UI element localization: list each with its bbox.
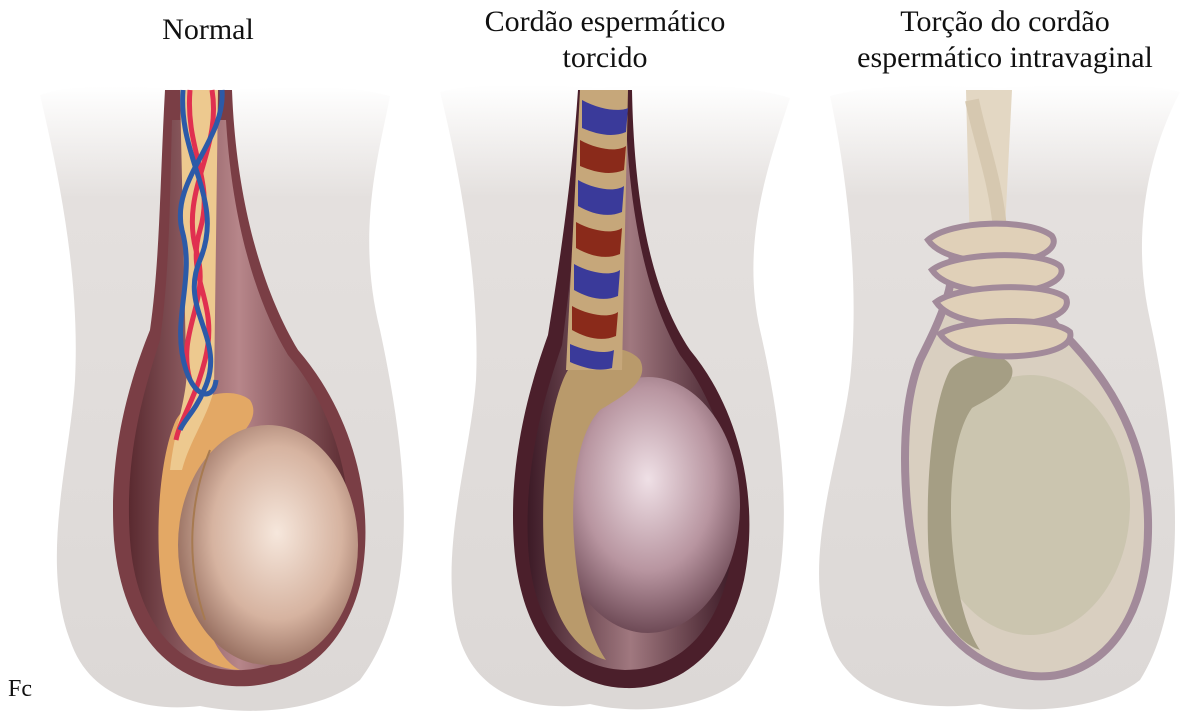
figure-caption-fragment: Fc	[8, 676, 32, 703]
panel-normal	[40, 86, 404, 711]
panel-twisted-cord	[440, 85, 790, 710]
panel-intravaginal-torsion	[819, 85, 1180, 710]
